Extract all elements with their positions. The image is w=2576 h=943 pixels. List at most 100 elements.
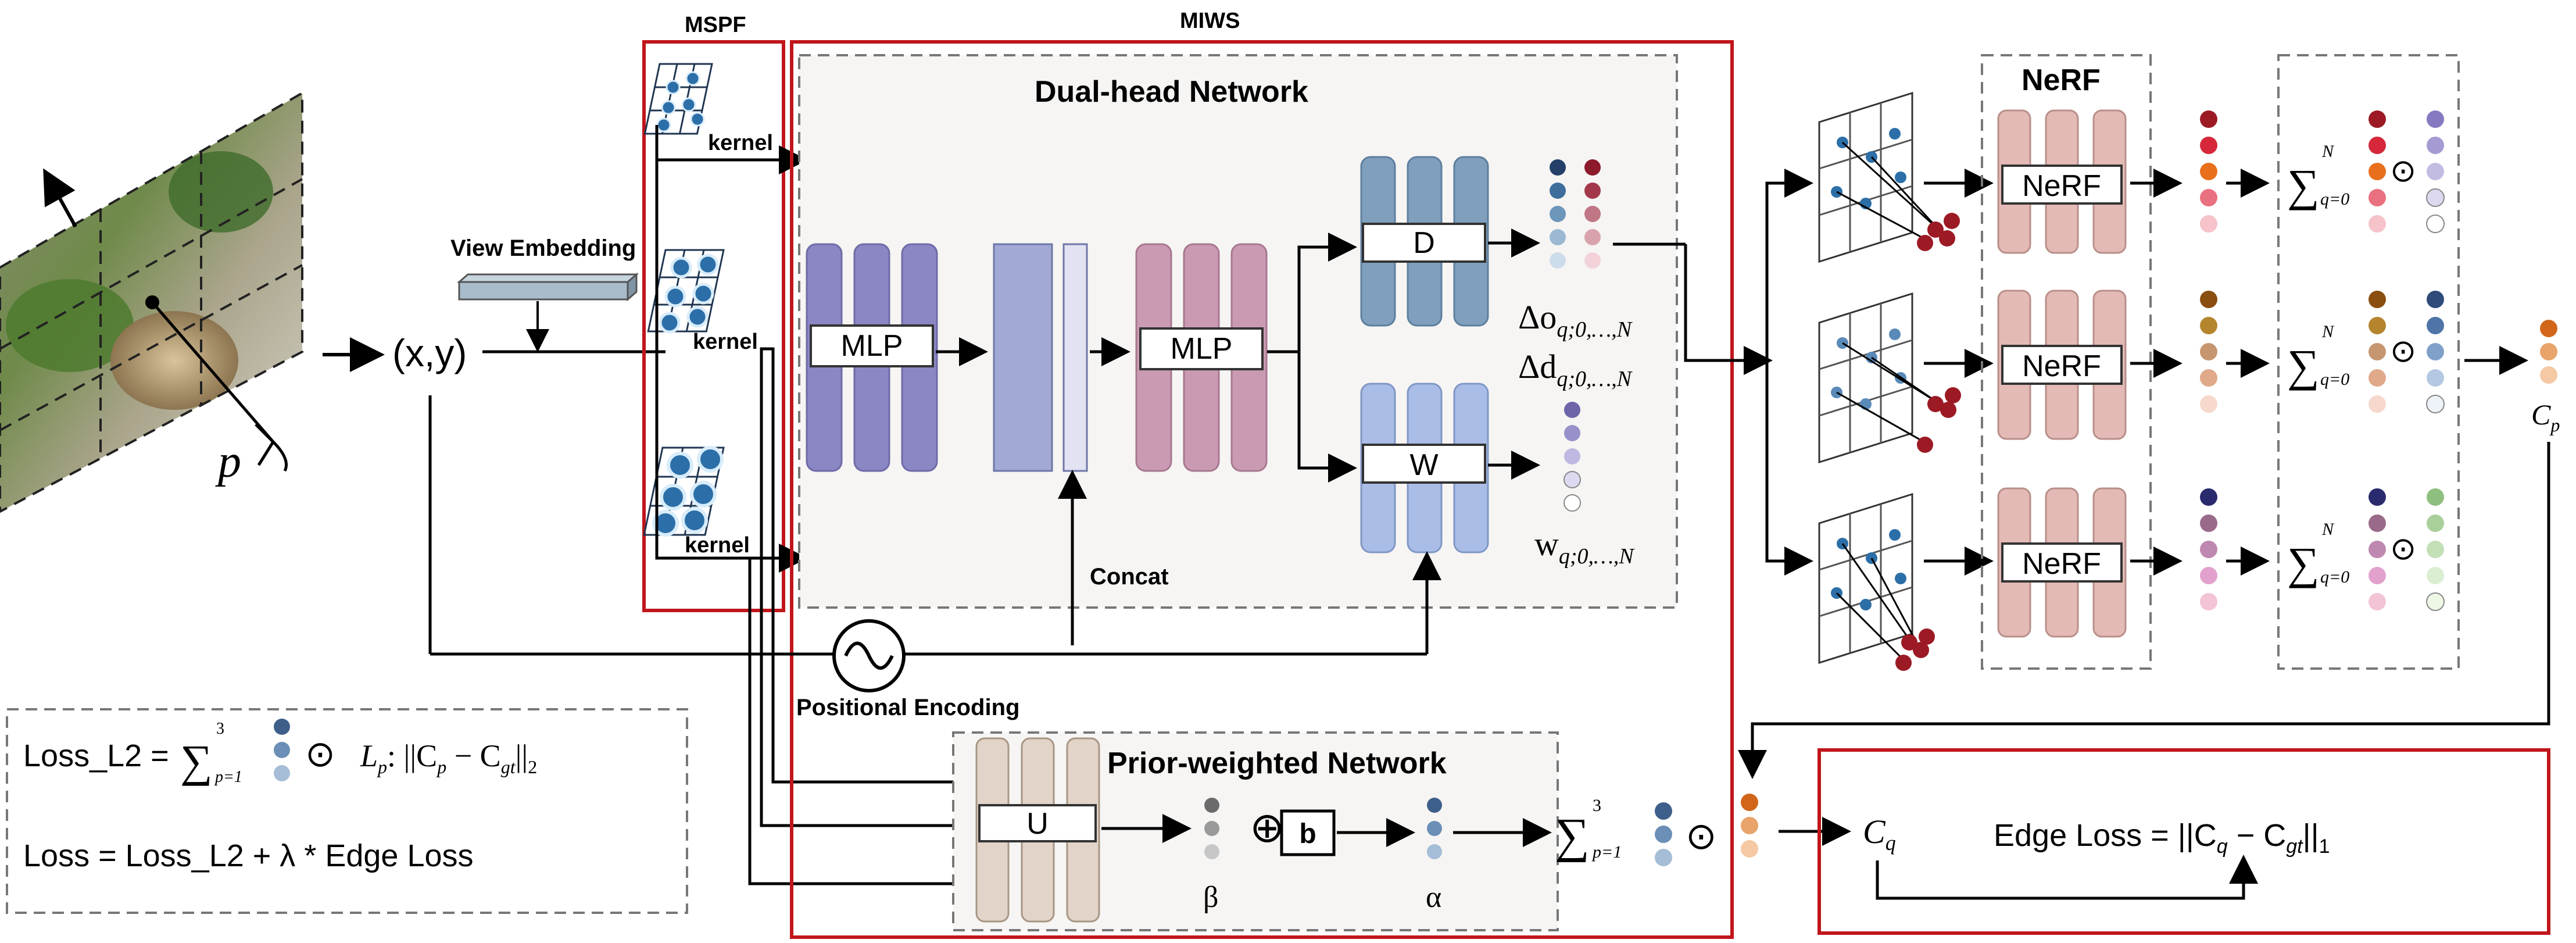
edge-loss-formula: Edge Loss = ||Cq − Cgt||1 (1994, 818, 2330, 858)
w-weight-label: wq;0,…,N (1534, 525, 1635, 569)
d-label: D (1413, 226, 1435, 260)
kernel-group-2: kernel (647, 249, 758, 354)
loss-total-formula: Loss = Loss_L2 + λ * Edge Loss (23, 838, 474, 873)
sum-q-row-1: ∑ N q=0 ⊙ (2287, 110, 2445, 233)
beta-label: β (1203, 881, 1218, 914)
svg-text:∑: ∑ (2287, 340, 2320, 391)
nerf-label-3: NeRF (2022, 547, 2101, 581)
view-embedding-label: View Embedding (450, 235, 636, 261)
nerf-output-colors-1 (2200, 110, 2217, 233)
kernel-label-2: kernel (693, 330, 758, 354)
svg-text:⊙: ⊙ (2390, 153, 2416, 188)
odot-symbol: ⊙ (1686, 815, 1717, 857)
loss-l2-label: Loss_L2 = (23, 738, 169, 773)
loss-sum-sub: p=1 (214, 768, 242, 786)
weight-dots (1564, 402, 1581, 512)
svg-text:N: N (2321, 142, 2335, 161)
d-head: D (1360, 156, 1489, 327)
mlp-2-label: MLP (1171, 332, 1233, 366)
view-embedding-bar (458, 281, 629, 301)
loss-legend-box (6, 708, 688, 914)
dual-head-title: Dual-head Network (1035, 75, 1308, 109)
point-p-label: p (215, 436, 241, 487)
nerf-label-1: NeRF (2022, 169, 2101, 203)
delta-o-label: Δoq;0,…,N (1518, 298, 1633, 342)
photo-foliage-2 (169, 151, 273, 233)
nerf-label-2: NeRF (2022, 349, 2101, 383)
miws-title: MIWS (1180, 9, 1240, 33)
ray-line (151, 301, 274, 443)
kernel-group-1: kernel (643, 63, 773, 155)
sampling-grid-3 (1818, 492, 1935, 671)
concat-label: Concat (1090, 564, 1169, 590)
input-image-panel: p (0, 91, 303, 513)
cp-dots (2540, 320, 2557, 384)
nerf-output-colors-3 (2200, 488, 2217, 610)
arrow-cq-to-loss (1876, 855, 2258, 900)
image-grid (0, 91, 303, 513)
oplus-symbol: ⊕ (1250, 805, 1285, 851)
loss-sum-symbol: ∑ (180, 735, 213, 786)
svg-text:⊙: ⊙ (2390, 334, 2416, 369)
weighted-sum-box (2277, 54, 2460, 670)
sampling-grid-2 (1818, 292, 1961, 464)
sum-p-sub: p=1 (1591, 842, 1622, 862)
sum-q-row-2: ∑ N q=0 ⊙ (2287, 291, 2445, 413)
offset-dots (1550, 159, 1601, 269)
sum-p-dots (1655, 802, 1672, 866)
positional-encoding-label: Positional Encoding (796, 695, 1019, 720)
prior-weighted-title: Prior-weighted Network (1107, 746, 1447, 780)
kernel-group-3: kernel (643, 446, 750, 558)
sampling-grid-1 (1818, 91, 1960, 263)
photo-ball (110, 311, 238, 410)
sum-p-sup: 3 (1593, 796, 1601, 815)
nerf-title: NeRF (2022, 63, 2101, 97)
mspf-title: MSPF (685, 13, 746, 37)
mspf-box (642, 40, 785, 612)
alpha-label: α (1426, 881, 1441, 914)
sum-p-colors (1741, 794, 1758, 858)
sum-q-row-3: ∑ N q=0 ⊙ (2287, 488, 2445, 611)
loss-weight-dots (274, 719, 290, 781)
nerf-block-1: NeRF (1997, 109, 2127, 254)
svg-text:⊙: ⊙ (2390, 531, 2416, 566)
b-label: b (1299, 819, 1316, 849)
arrow-mlp2-to-w (1297, 352, 1357, 483)
nerf-block-3: NeRF (1997, 487, 2127, 638)
edge-loss-box (1817, 748, 2550, 935)
svg-text:∑: ∑ (2287, 538, 2320, 588)
b-block (1280, 809, 1336, 856)
loss-sum-sup: 3 (216, 720, 224, 738)
mlp-1: MLP (806, 243, 938, 472)
kernel-label-3: kernel (685, 533, 750, 558)
svg-text:N: N (2321, 520, 2335, 539)
svg-text:q=0: q=0 (2320, 567, 2349, 587)
mlp-1-label: MLP (841, 329, 903, 363)
cq-label: Cq (1863, 813, 1896, 855)
delta-d-label: Δdq;0,…,N (1518, 348, 1633, 391)
arrow-mlp2-to-d (1267, 233, 1357, 353)
w-label: W (1409, 448, 1438, 482)
lp-formula: Lp: ||Cp − Cgt||2 (360, 738, 537, 777)
arrow-to-grid-2 (1684, 244, 1773, 375)
miws-box (790, 40, 1734, 939)
sine-wave-icon (844, 641, 894, 670)
svg-text:N: N (2321, 322, 2335, 341)
mspf-connectors (655, 125, 976, 885)
u-label: U (1026, 807, 1049, 841)
nerf-output-colors-2 (2200, 291, 2217, 413)
arrow-cp-to-loss (1738, 442, 2550, 779)
kernel-label-1: kernel (708, 131, 773, 155)
view-embedding-bar-top (456, 273, 639, 283)
svg-text:∑: ∑ (2287, 160, 2320, 210)
cp-label: Cp (2531, 398, 2560, 435)
camera-eye-icon-arc (272, 441, 288, 472)
u-block: U (975, 737, 1100, 923)
sum-p-symbol: ∑ (1555, 809, 1590, 863)
xy-label: (x,y) (392, 331, 467, 374)
alpha-dots (1427, 798, 1442, 859)
arrow-to-grid-3 (1765, 360, 1813, 576)
arrow-to-grid-1 (1765, 169, 1813, 360)
